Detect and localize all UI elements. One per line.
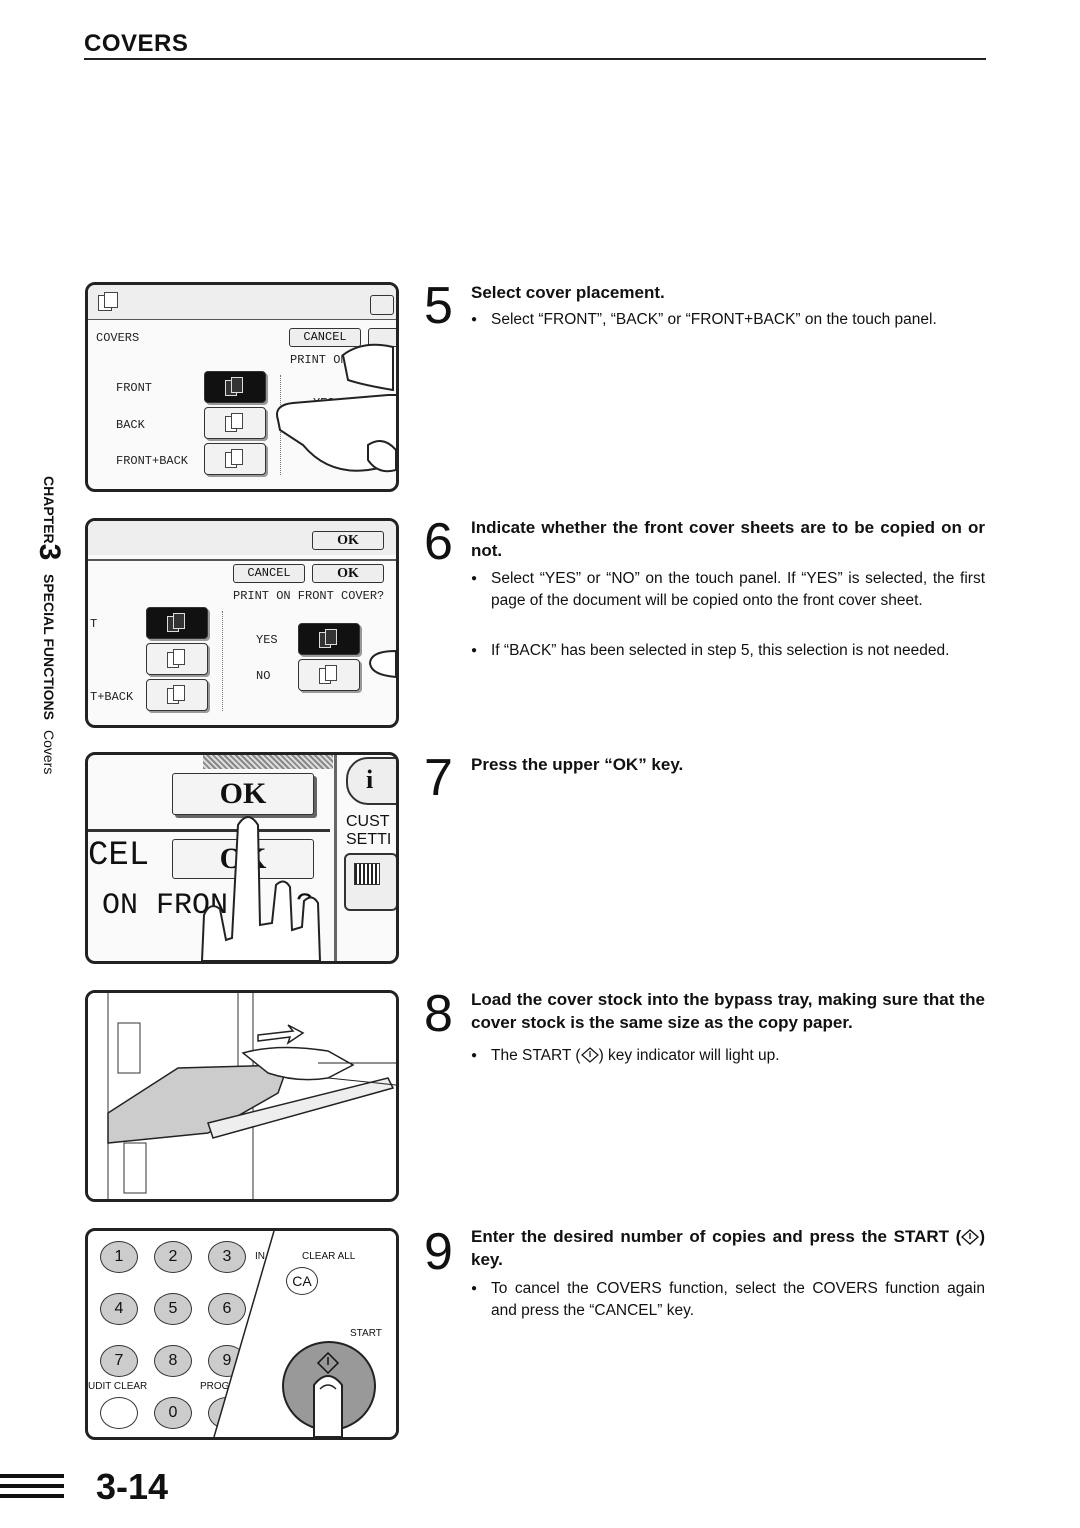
step-6-bullet-1: Select “YES” or “NO” on the touch panel.… bbox=[471, 568, 985, 612]
step-5-title: Select cover placement. bbox=[471, 283, 665, 302]
step-7-number: 7 bbox=[424, 749, 453, 807]
title-rule bbox=[84, 58, 986, 60]
cancel-button-2[interactable]: CANCEL bbox=[233, 564, 305, 583]
cancel-partial: CEL bbox=[88, 837, 150, 875]
start-label: START bbox=[350, 1328, 382, 1339]
step-6-title: Indicate whether the front cover sheets … bbox=[471, 518, 985, 560]
start-key-icon bbox=[961, 1229, 980, 1245]
section-name: SPECIAL FUNCTIONS bbox=[41, 574, 57, 721]
audit-clear-key[interactable] bbox=[100, 1397, 138, 1429]
custom-settings-label: CUST SETTI bbox=[346, 813, 392, 848]
touch-panel-zoom-ok: OK CEL OK ON FRON ? i CUST SETTI bbox=[85, 752, 399, 964]
step-8-title: Load the cover stock into the bypass tra… bbox=[471, 990, 985, 1032]
page-number: 3-14 bbox=[96, 1466, 169, 1507]
step-5-number: 5 bbox=[424, 277, 453, 335]
key-5[interactable]: 5 bbox=[154, 1293, 192, 1325]
front-back-button-2[interactable] bbox=[146, 679, 208, 711]
ok-button-upper[interactable]: OK bbox=[172, 773, 314, 815]
step-6-number: 6 bbox=[424, 513, 453, 571]
bypass-tray-icon bbox=[88, 993, 396, 1199]
chapter-number: 3 bbox=[33, 543, 66, 561]
panel2-top-bar: OK bbox=[88, 521, 396, 555]
front-back-label-partial: T+BACK bbox=[90, 690, 134, 704]
audit-clear-label: UDIT CLEAR bbox=[88, 1381, 148, 1392]
bypass-tray-illustration bbox=[85, 990, 399, 1202]
program-label: PROG bbox=[200, 1381, 230, 1392]
start-diamond-icon bbox=[316, 1351, 340, 1375]
front-back-label: FRONT+BACK bbox=[116, 454, 189, 468]
key-3[interactable]: 3 bbox=[208, 1241, 246, 1273]
key-2[interactable]: 2 bbox=[154, 1241, 192, 1273]
front-label: FRONT bbox=[116, 381, 153, 395]
page-title: COVERS bbox=[84, 30, 189, 57]
no-label: NO bbox=[256, 669, 271, 683]
panel-top-bar bbox=[88, 285, 396, 320]
no-button[interactable] bbox=[298, 659, 360, 691]
back-button[interactable] bbox=[204, 407, 266, 439]
control-keypad: 1 2 3 4 5 6 7 8 9 UDIT CLEAR 0 PROG P IN… bbox=[85, 1228, 399, 1440]
back-label: BACK bbox=[116, 418, 145, 432]
key-8[interactable]: 8 bbox=[154, 1345, 192, 1377]
cancel-button[interactable]: CANCEL bbox=[289, 328, 361, 347]
touch-panel-covers: COVERS CANCEL PRINT ON FRON FRONT BACK F… bbox=[85, 282, 399, 492]
touch-panel-front-cover: OK CANCEL OK PRINT ON FRONT COVER? T T+B… bbox=[85, 518, 399, 728]
front-cover-question: PRINT ON FRONT COVER? bbox=[233, 589, 385, 603]
step-9-number: 9 bbox=[424, 1223, 453, 1281]
footer-bar-3 bbox=[0, 1494, 64, 1498]
info-icon: i bbox=[366, 765, 374, 794]
pressing-hand-icon bbox=[200, 816, 322, 961]
interrupt-label-partial: IN bbox=[255, 1251, 265, 1262]
custom-settings-button[interactable] bbox=[344, 853, 396, 911]
front-button-2[interactable] bbox=[146, 607, 208, 639]
key-6[interactable]: 6 bbox=[208, 1293, 246, 1325]
start-key-icon bbox=[580, 1047, 599, 1063]
step-9-bullet: To cancel the COVERS function, select th… bbox=[471, 1278, 985, 1322]
ok-button-top[interactable]: OK bbox=[312, 531, 384, 550]
chapter-sidebar: CHAPTER3 SPECIAL FUNCTIONS Covers bbox=[33, 476, 66, 856]
covers-label: COVERS bbox=[96, 331, 140, 345]
pointing-finger-icon bbox=[276, 343, 396, 473]
front-label-partial: T bbox=[90, 617, 98, 631]
finger-tip-icon bbox=[368, 649, 396, 679]
pressing-finger-icon bbox=[313, 1375, 343, 1437]
clear-all-label: CLEAR ALL bbox=[302, 1251, 356, 1262]
step-8-number: 8 bbox=[424, 985, 453, 1043]
info-button[interactable]: i bbox=[346, 757, 396, 805]
front-button[interactable] bbox=[204, 371, 266, 403]
ok-button-2[interactable]: OK bbox=[312, 564, 384, 583]
front-back-button[interactable] bbox=[204, 443, 266, 475]
footer-bar-2 bbox=[0, 1484, 64, 1488]
key-7[interactable]: 7 bbox=[100, 1345, 138, 1377]
step-9-title: Enter the desired number of copies and p… bbox=[471, 1227, 985, 1269]
step-8-bullet: The START () key indicator will light up… bbox=[471, 1045, 985, 1067]
key-4[interactable]: 4 bbox=[100, 1293, 138, 1325]
back-button-2[interactable] bbox=[146, 643, 208, 675]
key-0[interactable]: 0 bbox=[154, 1397, 192, 1429]
yes-label-2: YES bbox=[256, 633, 278, 647]
clear-all-key[interactable]: CA bbox=[286, 1267, 318, 1295]
step-7-title: Press the upper “OK” key. bbox=[471, 755, 684, 774]
chapter-word: CHAPTER bbox=[41, 476, 57, 544]
key-1[interactable]: 1 bbox=[100, 1241, 138, 1273]
step-5-bullet: Select “FRONT”, “BACK” or “FRONT+BACK” o… bbox=[471, 309, 985, 331]
footer-bar-1 bbox=[0, 1474, 64, 1478]
yes-button[interactable] bbox=[298, 623, 360, 655]
step-6-bullet-2: If “BACK” has been selected in step 5, t… bbox=[471, 640, 985, 662]
subsection-name: Covers bbox=[41, 730, 57, 775]
